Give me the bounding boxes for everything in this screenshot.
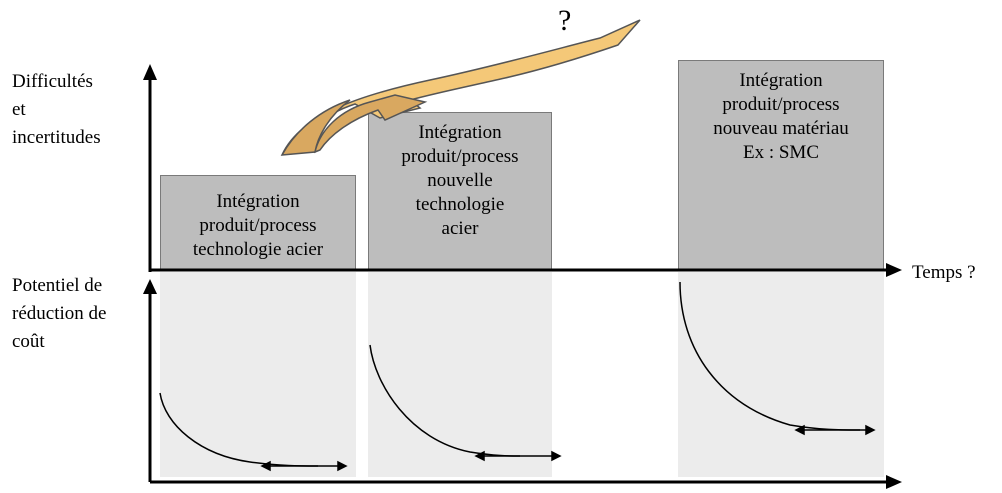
leap-arrow-inner xyxy=(313,94,428,154)
bottom-horizontal-axis-arrowhead xyxy=(886,475,902,489)
cost-curve-1 xyxy=(159,392,319,467)
difficulty-axis-label: Difficultés et incertitudes xyxy=(12,71,101,148)
cost-panel-3 xyxy=(678,272,884,477)
cost-curve-3 xyxy=(679,281,861,431)
time-axis-label: Temps ? xyxy=(912,262,976,283)
bottom-vertical-axis-arrowhead xyxy=(143,279,157,294)
cost-panel-2 xyxy=(368,272,552,477)
question-mark: ? xyxy=(558,4,572,37)
double-arrow-3 xyxy=(794,424,876,436)
cost-panel-1 xyxy=(160,272,356,477)
top-vertical-axis-arrowhead xyxy=(143,64,157,80)
cost-curve-2 xyxy=(369,344,521,457)
leap-arrow-back xyxy=(281,19,641,156)
time-axis-arrowhead xyxy=(886,263,902,277)
double-arrow-1 xyxy=(260,460,348,472)
double-arrow-2 xyxy=(474,450,562,462)
cost-reduction-axis-label: Potentiel de réduction de coût xyxy=(12,275,107,352)
integration-box-new-steel: Intégration produit/process nouvelle tec… xyxy=(368,112,552,271)
integration-box-new-material: Intégration produit/process nouveau maté… xyxy=(678,60,884,271)
integration-box-steel: Intégration produit/process technologie … xyxy=(160,175,356,271)
